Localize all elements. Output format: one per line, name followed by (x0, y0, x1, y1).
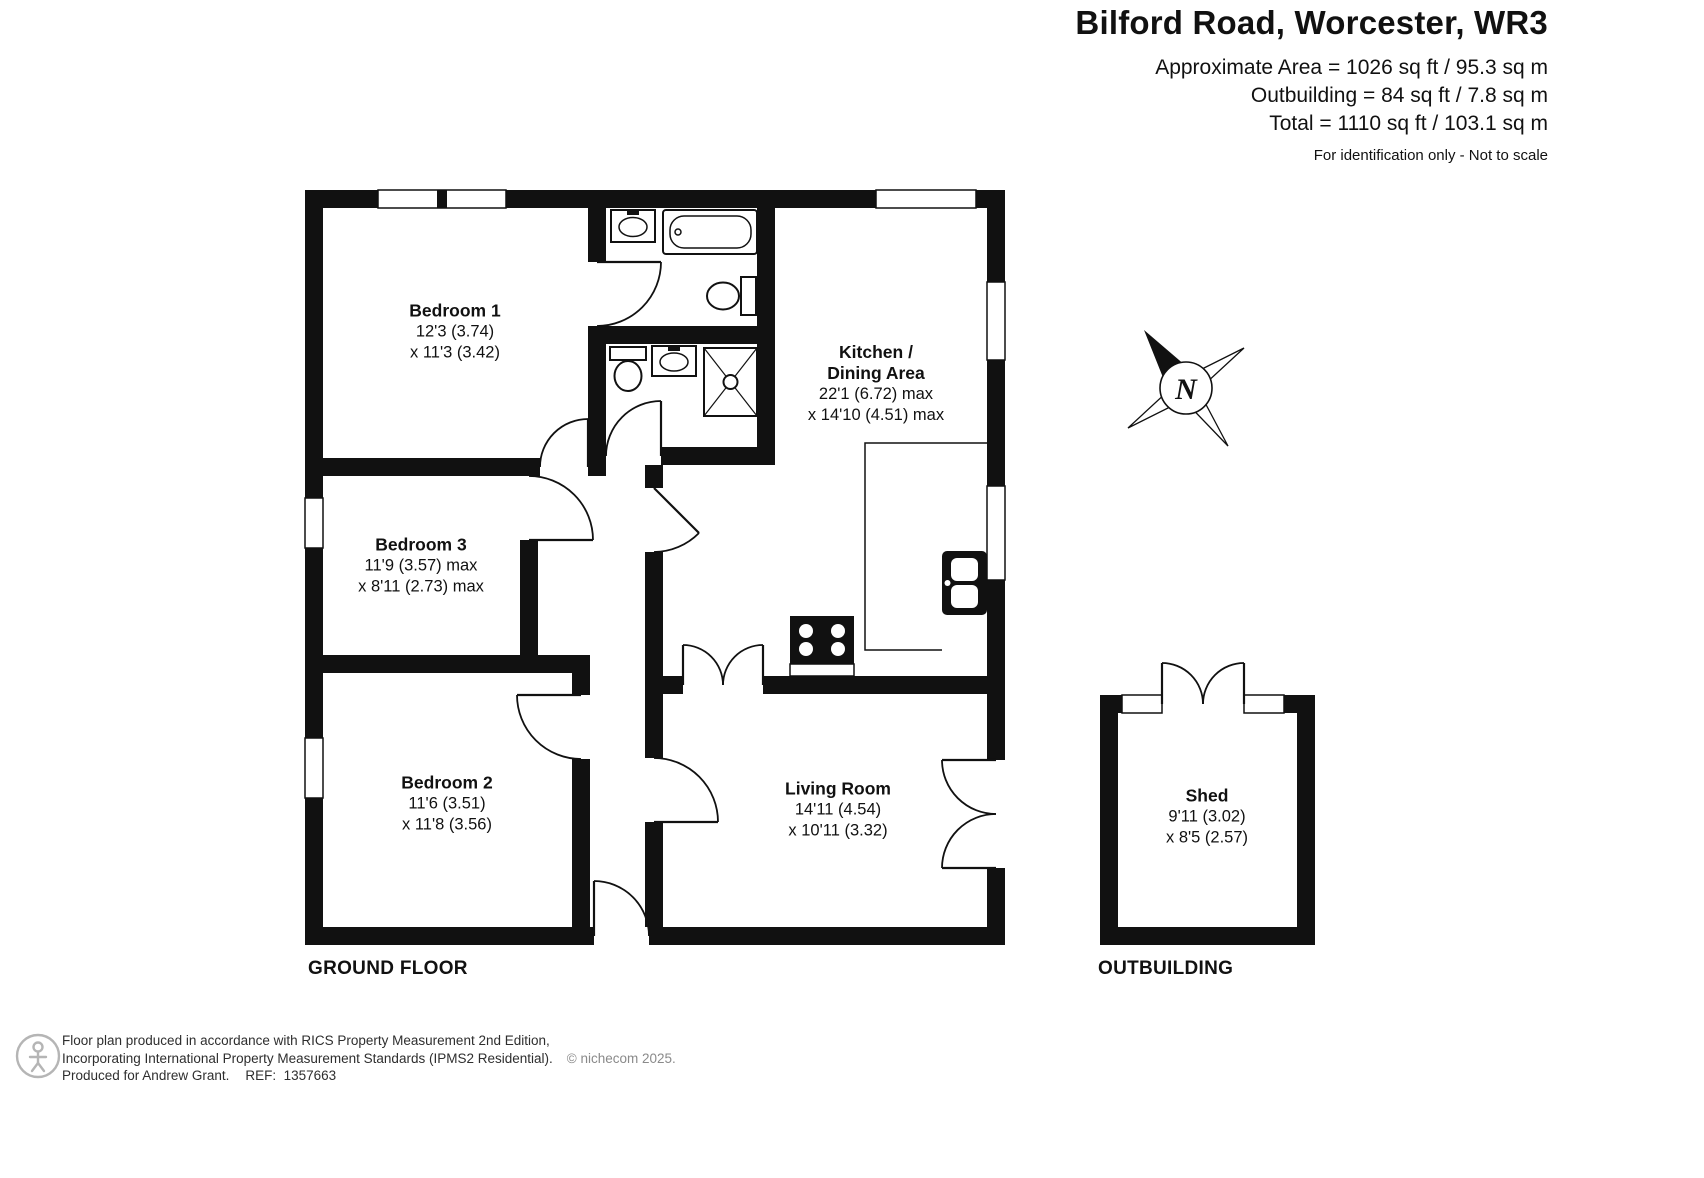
footer-line-2-row: Incorporating International Property Mea… (62, 1050, 676, 1068)
room-label-bedroom1: Bedroom 1 12'3 (3.74) x 11'3 (3.42) (409, 301, 500, 364)
room-name: Bedroom 1 (409, 300, 501, 321)
outbuilding-shed (1100, 662, 1315, 945)
room-label-bedroom3: Bedroom 3 11'9 (3.57) max x 8'11 (2.73) … (358, 535, 484, 598)
compass-circle (1159, 361, 1213, 415)
door-shower-room (605, 400, 663, 457)
window (1121, 694, 1163, 714)
page-title: Bilford Road, Worcester, WR3 (1075, 4, 1548, 41)
room-label-shed: Shed 9'11 (3.02) x 8'5 (2.57) (1166, 786, 1248, 849)
toilet (706, 276, 757, 316)
door-living-room (653, 757, 719, 824)
windows (304, 189, 1006, 799)
room-dimension: x 11'3 (3.42) (410, 343, 500, 362)
hob (789, 616, 855, 677)
room-dimension: x 14'10 (4.51) max (807, 406, 945, 424)
door-bedroom3 (528, 475, 594, 542)
double-door-kitchen (681, 644, 765, 686)
window-mullion (437, 190, 447, 208)
cabinet (789, 663, 855, 677)
room-name: Bedroom 2 (401, 772, 493, 793)
footer-line-1: Floor plan produced in accordance with R… (62, 1033, 550, 1048)
compass-rose: N (1127, 330, 1245, 447)
shed-walls (1100, 695, 1315, 945)
approximate-area-text: Approximate Area = 1026 sq ft / 95.3 sq … (1155, 56, 1548, 79)
bathroom-fixtures (609, 209, 758, 417)
door-kitchen (653, 487, 700, 553)
room-label-kitchen-dining: Kitchen / Dining Area 22'1 (6.72) max x … (808, 342, 944, 426)
exterior-walls (305, 190, 1005, 945)
footer-reference: REF: 1357663 (245, 1068, 337, 1083)
toilet (609, 346, 647, 392)
main-building (304, 189, 1006, 945)
outbuilding-label: OUTBUILDING (1098, 958, 1234, 979)
room-dimension: 12'3 (3.74) (415, 322, 495, 341)
wash-basin (610, 209, 656, 243)
kitchen-fixtures (789, 442, 987, 677)
room-name: Kitchen / (839, 342, 913, 362)
room-name: Shed (1185, 785, 1229, 806)
room-dimension: x 10'11 (3.32) (788, 821, 888, 840)
area-summary: Approximate Area = 1026 sq ft / 95.3 sq … (1075, 54, 1548, 138)
window (1243, 694, 1285, 714)
door-bedroom2 (516, 693, 582, 760)
room-name: Dining Area (827, 363, 925, 383)
copyright-text: © nichecom 2025. (566, 1050, 676, 1066)
window (304, 497, 324, 549)
interior-walls (305, 190, 1005, 945)
ground-floor-label: GROUND FLOOR (308, 958, 468, 979)
door-bathroom (596, 260, 662, 327)
room-label-bedroom2: Bedroom 2 11'6 (3.51) x 11'8 (3.56) (401, 773, 492, 836)
logo-circle-icon (15, 1033, 61, 1079)
front-door (592, 880, 650, 937)
shower (703, 347, 758, 417)
room-dimension: 11'6 (3.51) (408, 794, 486, 813)
room-name: Bedroom 3 (375, 534, 467, 555)
person-icon (28, 1041, 48, 1073)
room-dimension: 22'1 (6.72) max (818, 385, 934, 403)
window (304, 737, 324, 799)
footer-line-3-row: Produced for Andrew Grant. REF: 1357663 (62, 1067, 676, 1085)
room-dimension: 14'11 (4.54) (794, 800, 882, 819)
room-name: Living Room (785, 778, 891, 799)
room-label-living-room: Living Room 14'11 (4.54) x 10'11 (3.32) (785, 779, 891, 842)
window (986, 485, 1006, 581)
doors (516, 260, 997, 937)
bath (662, 209, 758, 255)
nichecom-logo (15, 1033, 61, 1079)
outbuilding-area-text: Outbuilding = 84 sq ft / 7.8 sq m (1250, 84, 1548, 107)
french-doors-living-room (941, 758, 997, 870)
room-dimension: x 8'5 (2.57) (1165, 828, 1249, 847)
kitchen-counter (864, 442, 987, 651)
room-dimension: 11'9 (3.57) max (364, 556, 478, 575)
window (875, 189, 977, 209)
header: Bilford Road, Worcester, WR3 Approximate… (1075, 4, 1548, 164)
room-dimension: x 8'11 (2.73) max (358, 577, 484, 596)
wash-basin (651, 345, 697, 377)
disclaimer-text: For identification only - Not to scale (1313, 147, 1548, 164)
window (986, 281, 1006, 361)
total-area-text: Total = 1110 sq ft / 103.1 sq m (1269, 112, 1548, 135)
room-dimension: x 11'8 (3.56) (402, 815, 492, 834)
footer: Floor plan produced in accordance with R… (62, 1032, 676, 1085)
compass-letter: N (1174, 373, 1198, 406)
footer-line-2: Incorporating International Property Mea… (62, 1050, 553, 1066)
door-bedroom1 (539, 418, 590, 468)
shed-double-doors (1160, 662, 1246, 705)
kitchen-sink (942, 551, 987, 615)
footer-produced-for: Produced for Andrew Grant. (62, 1068, 230, 1083)
room-dimension: 9'11 (3.02) (1168, 807, 1246, 826)
